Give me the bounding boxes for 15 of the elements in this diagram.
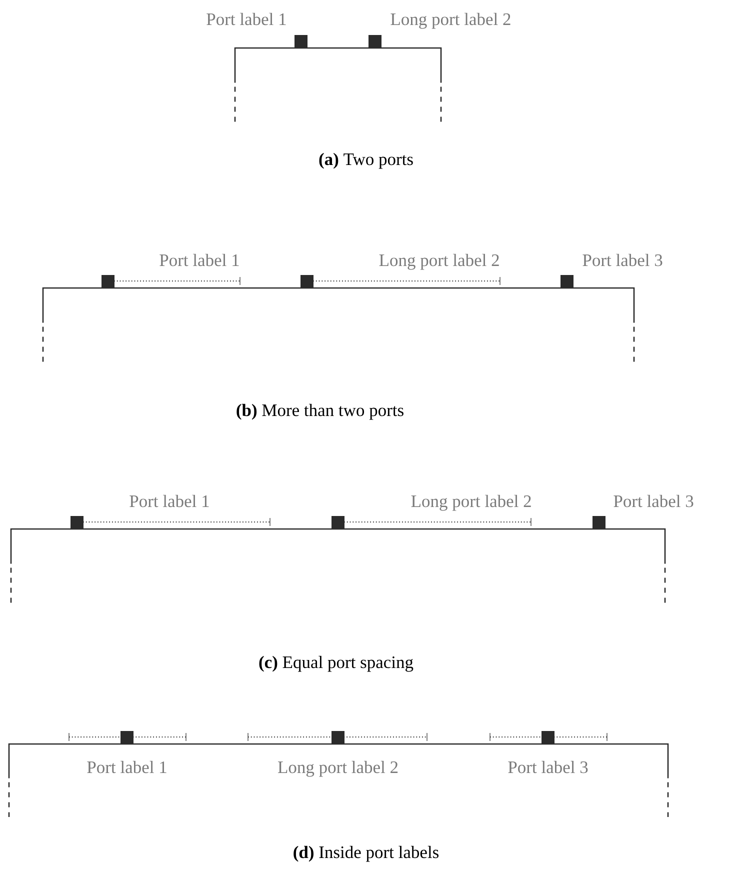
subfigure-caption: (b) More than two ports	[236, 404, 404, 420]
port-label: Port label 1	[160, 254, 239, 266]
port-label: Port label 1	[206, 12, 286, 26]
subfigure-caption: (a) Two ports	[319, 152, 413, 169]
port-label: Port label 3	[508, 760, 588, 774]
port-label: Port label 1	[130, 494, 209, 508]
port-label: Long port label 2	[411, 494, 531, 511]
port-label: Long port label 2	[379, 254, 499, 270]
port-label: Port label 3	[582, 254, 662, 266]
port-label: Port label 3	[614, 494, 694, 508]
subfigure-caption: (c) Equal port spacing	[259, 656, 414, 672]
subfigure-caption: (d) Inside port labels	[294, 846, 439, 862]
port-label: Long port label 2	[390, 12, 510, 29]
port-label: Long port label 2	[278, 760, 398, 777]
port-label: Port label 1	[87, 760, 166, 774]
